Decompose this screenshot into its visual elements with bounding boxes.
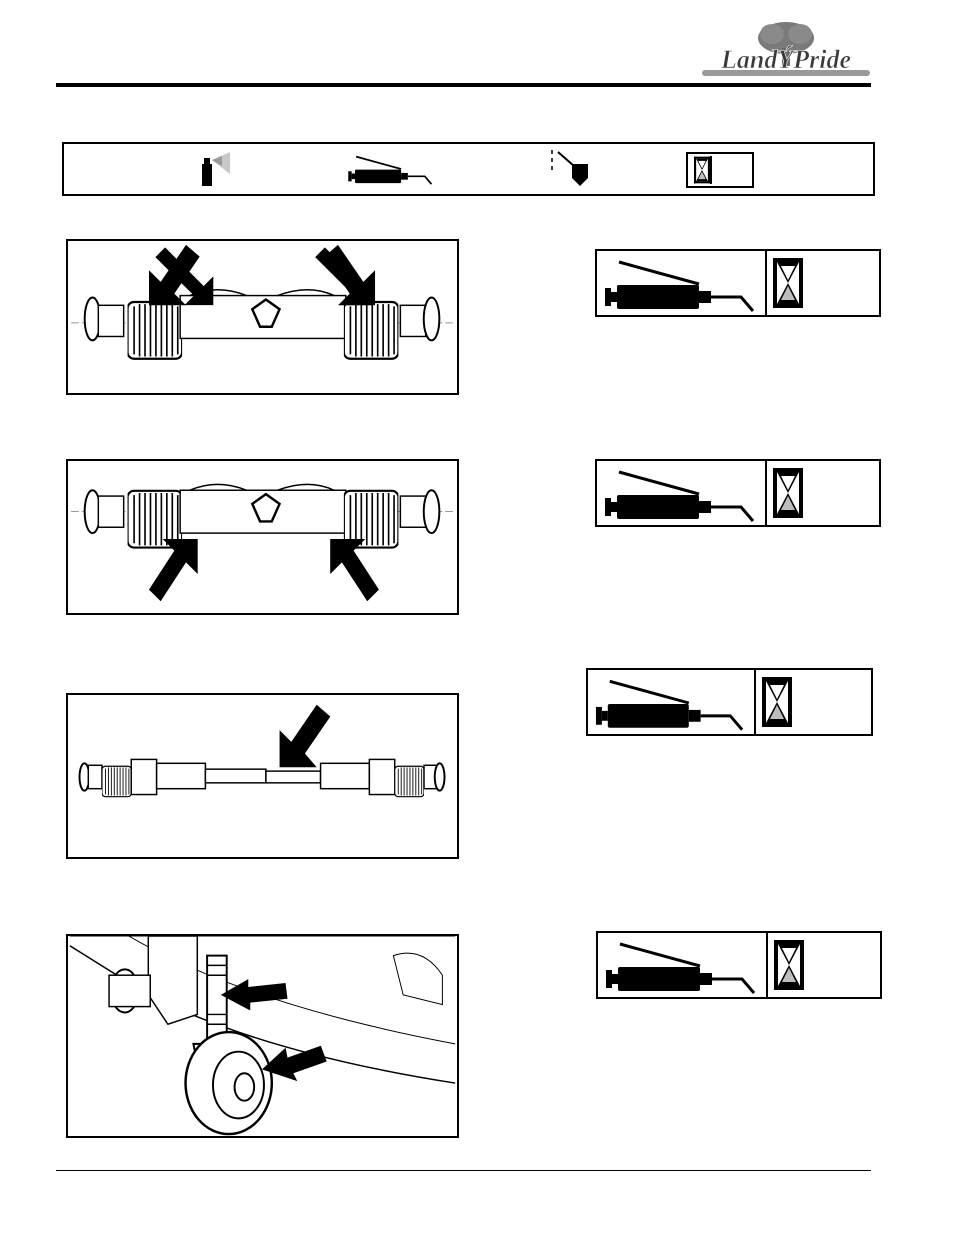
grease-gun-icon [588,670,756,734]
arrow-icon [280,705,331,767]
tree-icon: LandÝPride [700,20,872,82]
grease-gun-icon [597,251,767,315]
brand-logo: LandÝPride [700,20,872,82]
interval-box-1 [595,249,881,317]
interval-box-2 [595,459,881,527]
header-divider [56,83,871,87]
spray-can-icon [198,152,238,193]
hourglass-icon [767,251,879,315]
figure-telescoping-tube [66,693,459,859]
grease-gun-icon [597,461,767,525]
hourglass-icon [767,461,879,525]
lubrication-legend [62,142,875,196]
brand-name: LandÝPride [720,45,851,74]
oil-can-icon [548,148,592,193]
interval-box-4 [596,931,882,999]
interval-box [686,152,754,188]
figure-driveline-lower [66,459,459,615]
footer-divider [56,1170,871,1171]
figure-gauge-wheel [66,934,459,1138]
interval-box-3 [586,668,873,736]
hourglass-icon [768,933,880,997]
grease-gun-icon [598,933,768,997]
hourglass-icon [756,670,871,734]
hourglass-icon [694,156,712,184]
grease-gun-icon [346,150,436,188]
figure-driveline-upper [66,239,459,395]
